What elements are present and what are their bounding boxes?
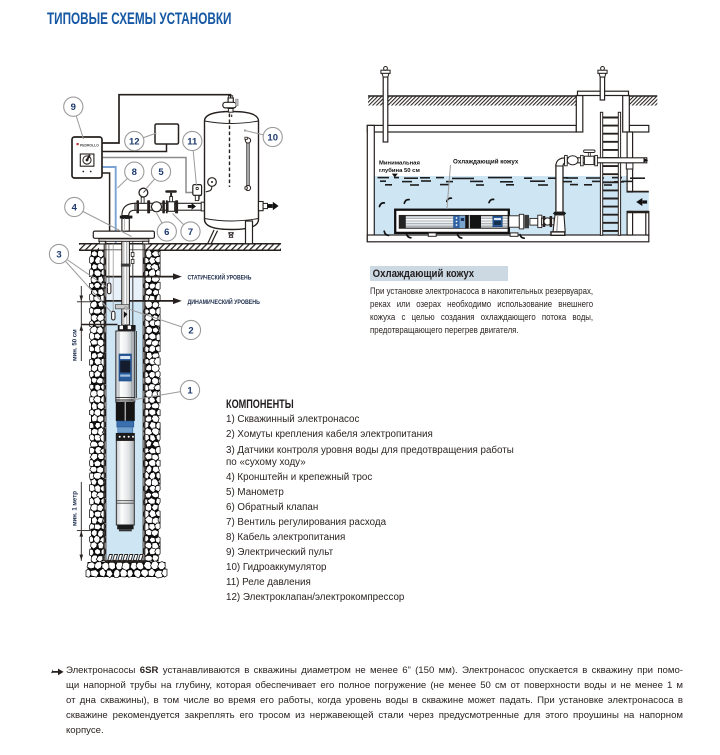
svg-text:глубина 50 см: глубина 50 см (379, 167, 420, 174)
svg-text:5: 5 (158, 167, 164, 178)
svg-text:7: 7 (188, 227, 193, 238)
svg-text:3: 3 (56, 249, 61, 260)
svg-text:Минимальная: Минимальная (379, 160, 420, 166)
svg-text:СТАТИЧЕСКИЙ УРОВЕНЬ: СТАТИЧЕСКИЙ УРОВЕНЬ (188, 273, 252, 282)
svg-text:9: 9 (71, 102, 76, 113)
svg-text:11: 11 (187, 136, 198, 147)
svg-text:8: 8 (132, 167, 137, 178)
svg-text:10: 10 (267, 132, 278, 143)
svg-text:мин. 1 метр: мин. 1 метр (72, 491, 79, 526)
svg-text:PEDROLLO: PEDROLLO (80, 143, 99, 147)
svg-text:1: 1 (187, 385, 193, 396)
svg-text:4: 4 (72, 202, 78, 213)
svg-text:ДИНАМИЧЕСКИЙ УРОВЕНЬ: ДИНАМИЧЕСКИЙ УРОВЕНЬ (188, 297, 260, 306)
svg-text:6: 6 (164, 227, 169, 238)
svg-text:мин. 50 см: мин. 50 см (72, 329, 79, 361)
svg-text:2: 2 (188, 325, 193, 336)
svg-text:12: 12 (129, 136, 140, 147)
svg-text:Охлаждающий кожух: Охлаждающий кожух (453, 158, 519, 165)
